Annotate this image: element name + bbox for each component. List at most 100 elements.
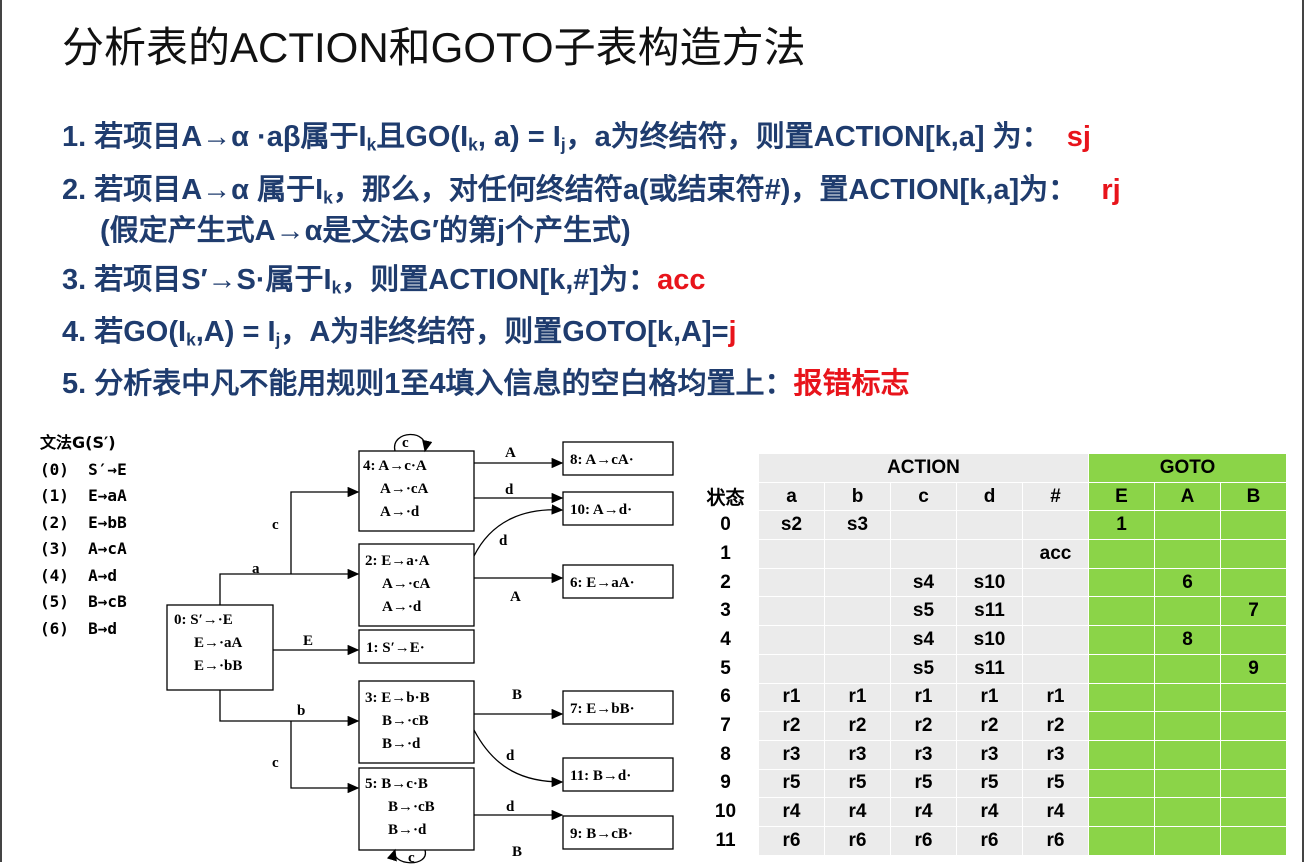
column-header: c (890, 481, 957, 512)
action-header: ACTION (758, 453, 1089, 483)
action-cell: r3 (1022, 739, 1089, 770)
state-cell: 3 (692, 596, 759, 627)
edge-label-d: d (499, 533, 508, 549)
rule-5: 5. 分析表中凡不能用规则1至4填入信息的空白格均置上：报错标志 (62, 368, 910, 400)
action-cell: r5 (758, 768, 825, 799)
action-cell: s11 (956, 596, 1023, 627)
column-header: d (956, 481, 1023, 512)
state-box-9 (562, 815, 674, 850)
state-2-item: A→·d (382, 599, 422, 615)
goto-cell (1220, 567, 1287, 598)
action-cell (956, 539, 1023, 569)
rule-4: 4. 若GO(Ik,A) = Ij，A为非终结符，则置GOTO[k,A]=j (62, 316, 737, 350)
goto-cell (1088, 797, 1155, 827)
goto-cell (1154, 596, 1221, 627)
goto-cell (1220, 539, 1287, 569)
state-cell: 11 (692, 825, 759, 856)
goto-cell (1154, 682, 1221, 713)
state-box-3 (358, 680, 475, 764)
production: (6) B→d (40, 618, 118, 638)
edge-label-d: d (505, 482, 514, 498)
lr0-dfa-diagram: E a b c c A d d A B d d B c c 0: S′→·E E… (166, 433, 674, 864)
edge-label-c: c (272, 755, 279, 771)
goto-cell: 8 (1154, 625, 1221, 655)
action-cell: acc (1022, 539, 1089, 569)
goto-cell (1088, 768, 1155, 799)
goto-cell (1220, 768, 1287, 799)
slide-title: 分析表的ACTION和GOTO子表构造方法 (62, 24, 806, 71)
action-cell: s11 (956, 653, 1023, 684)
state-7-item: 7: E→bB· (570, 701, 635, 717)
action-cell: r5 (890, 768, 957, 799)
action-cell: r6 (758, 825, 825, 856)
state-cell: 4 (692, 625, 759, 655)
state-box-2 (358, 543, 475, 627)
edge-label-A: A (510, 589, 521, 605)
state-box-8 (562, 441, 674, 476)
goto-cell (1088, 567, 1155, 598)
goto-cell (1088, 739, 1155, 770)
action-cell (758, 596, 825, 627)
action-cell (758, 625, 825, 655)
goto-cell (1220, 797, 1287, 827)
action-cell: r4 (890, 797, 957, 827)
action-cell: s2 (758, 510, 825, 541)
state-box-6 (562, 564, 674, 599)
action-cell: r5 (956, 768, 1023, 799)
corner-cell (692, 453, 759, 483)
production: (1) E→aA (40, 486, 127, 505)
column-header: # (1022, 481, 1089, 512)
goto-cell (1154, 653, 1221, 684)
state-3-item: B→·d (382, 736, 421, 752)
state-4-item: A→·cA (380, 481, 428, 497)
column-header: B (1220, 481, 1287, 512)
grammar-title: 文法G(S′) (40, 433, 116, 452)
action-cell: r4 (1022, 797, 1089, 827)
goto-cell: 9 (1220, 653, 1287, 684)
goto-cell (1220, 711, 1287, 741)
action-cell: r6 (1022, 825, 1089, 856)
goto-cell (1220, 510, 1287, 541)
action-cell: r1 (758, 682, 825, 713)
goto-cell (1154, 510, 1221, 541)
action-cell: r2 (824, 711, 891, 741)
action-cell (1022, 510, 1089, 541)
edge-label-c: c (408, 850, 415, 864)
action-cell: r6 (956, 825, 1023, 856)
action-cell (758, 653, 825, 684)
production: (4) A→d (40, 565, 118, 585)
state-box-11 (562, 757, 674, 792)
state-3-item: 3: E→b·B (365, 690, 430, 706)
action-cell: s3 (824, 510, 891, 541)
rule-2: 2. 若项目A→α 属于Ik，那么，对任何终结符a(或结束符#)，置ACTION… (62, 174, 1121, 208)
goto-cell (1154, 539, 1221, 569)
state-box-4 (358, 450, 475, 532)
action-cell (1022, 653, 1089, 684)
action-cell (824, 539, 891, 569)
state-2-item: A→·cA (382, 576, 430, 592)
column-header: b (824, 481, 891, 512)
state-11-item: 11: B→d· (570, 768, 631, 784)
state-1-item: 1: S′→E· (366, 640, 425, 656)
state-9-item: 9: B→cB· (570, 826, 633, 842)
action-cell (1022, 567, 1089, 598)
action-cell (824, 596, 891, 627)
rule-5-value: 报错标志 (793, 368, 910, 400)
state-box-5 (358, 767, 475, 851)
goto-cell (1220, 739, 1287, 770)
action-cell (758, 567, 825, 598)
goto-cell (1220, 682, 1287, 713)
rule-4-value: j (728, 316, 737, 348)
goto-cell (1088, 596, 1155, 627)
action-cell: r3 (824, 739, 891, 770)
state-0-item: 0: S′→·E (174, 612, 233, 628)
production: (2) E→bB (40, 512, 127, 532)
rule-1: 1. 若项目A→α ·aβ属于Ik且GO(Ik, a) = Ij，a为终结符，则… (62, 121, 1091, 155)
action-cell: r1 (890, 682, 957, 713)
goto-cell (1154, 739, 1221, 770)
